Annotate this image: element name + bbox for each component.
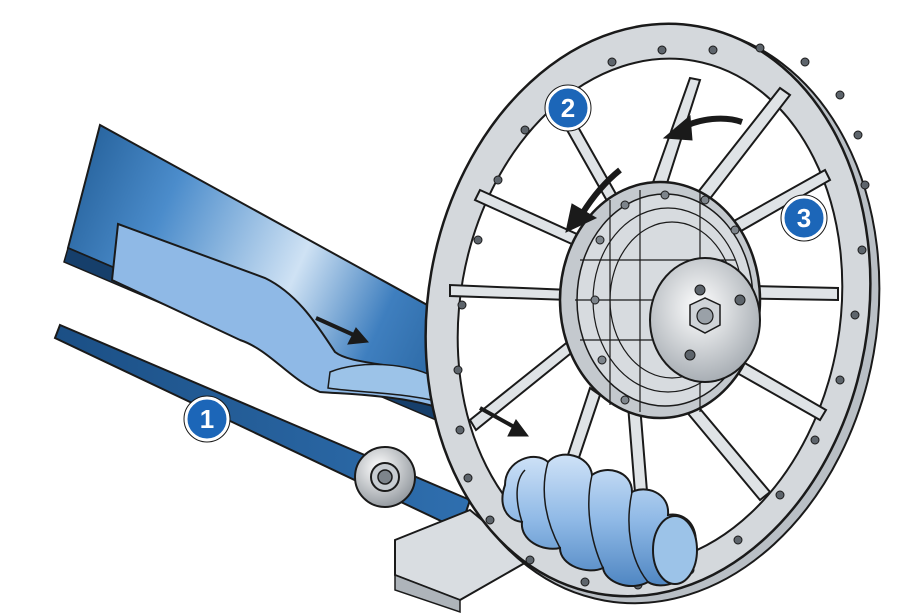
callout-3: 3 [780,194,828,242]
callout-1: 1 [183,395,231,443]
flow-arrow-icon [315,316,370,345]
belt-roller [354,446,416,508]
rotation-arrow-icon [662,114,743,141]
flow-arrow-icon [479,406,529,437]
callout-2-label: 2 [561,93,575,123]
wheel-hub [558,180,762,420]
rotation-arrow-icon [565,167,622,233]
screw-conveyor [501,453,698,587]
callout-2: 2 [544,84,592,132]
callout-3-label: 3 [797,203,811,233]
callout-1-label: 1 [200,404,214,434]
